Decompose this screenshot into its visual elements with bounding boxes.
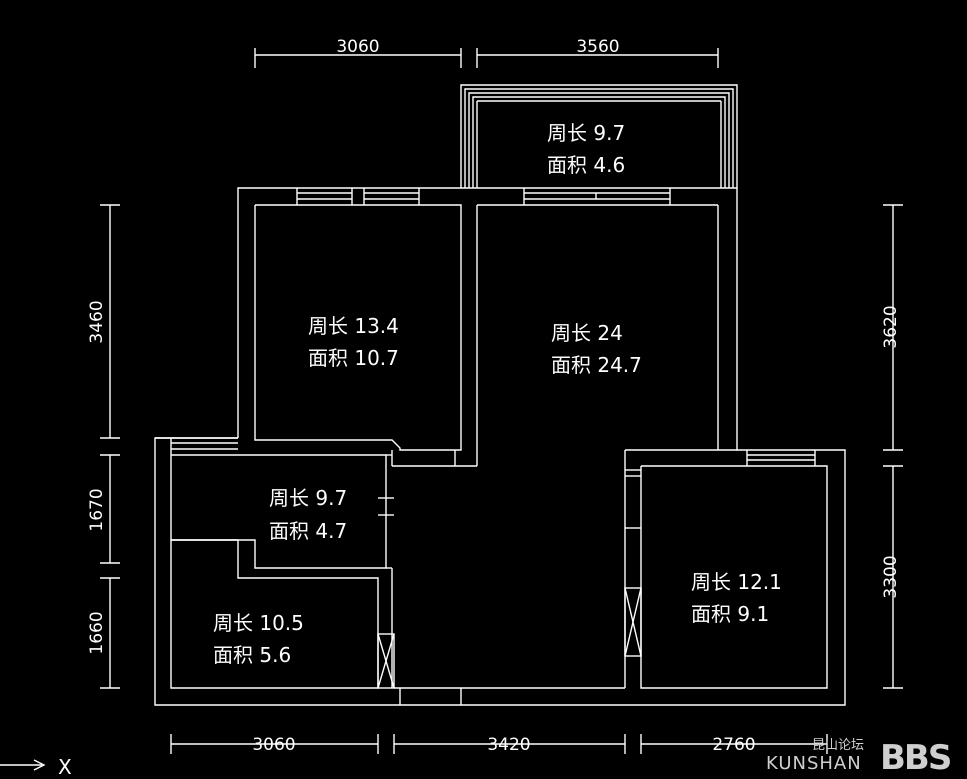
bedroom-right-perimeter: 周长 12.1 <box>691 570 782 594</box>
watermark-cn: 昆山论坛 <box>812 738 864 753</box>
dim-bottom-2: 3420 <box>487 735 530 755</box>
bedroom-right-area: 面积 9.1 <box>691 602 769 626</box>
living-room-area: 面积 24.7 <box>551 353 642 377</box>
kitchen-perimeter: 周长 9.7 <box>269 486 347 510</box>
dimension-lines <box>100 48 903 754</box>
windows <box>170 188 816 466</box>
living-room-perimeter: 周长 24 <box>551 321 623 345</box>
bathroom-area: 面积 5.6 <box>213 643 291 667</box>
bedroom-left-perimeter: 周长 13.4 <box>308 314 399 338</box>
dim-right-2: 3300 <box>881 555 901 598</box>
bathroom-perimeter: 周长 10.5 <box>213 611 304 635</box>
dim-bottom-1: 3060 <box>252 735 295 755</box>
ucs-axis-icon <box>0 759 46 771</box>
dim-left-3: 1660 <box>87 611 107 654</box>
balcony-perimeter: 周长 9.7 <box>547 121 625 145</box>
axis-x-label: X <box>58 755 72 779</box>
dim-right-1: 3620 <box>881 305 901 348</box>
dim-top-1: 3060 <box>336 37 379 57</box>
dim-bottom-3: 2760 <box>712 735 755 755</box>
kitchen-area: 面积 4.7 <box>269 519 347 543</box>
walls <box>154 84 846 706</box>
door-symbols <box>377 475 642 689</box>
dim-left-1: 3460 <box>87 300 107 343</box>
watermark-bbs: BBS <box>880 738 950 778</box>
dim-top-2: 3560 <box>576 37 619 57</box>
watermark: 昆山论坛 KUNSHAN BBS <box>766 738 952 778</box>
dim-left-2: 1670 <box>87 488 107 531</box>
bedroom-left-area: 面积 10.7 <box>308 346 399 370</box>
watermark-latin: KUNSHAN <box>766 753 862 774</box>
balcony-area: 面积 4.6 <box>547 153 625 177</box>
